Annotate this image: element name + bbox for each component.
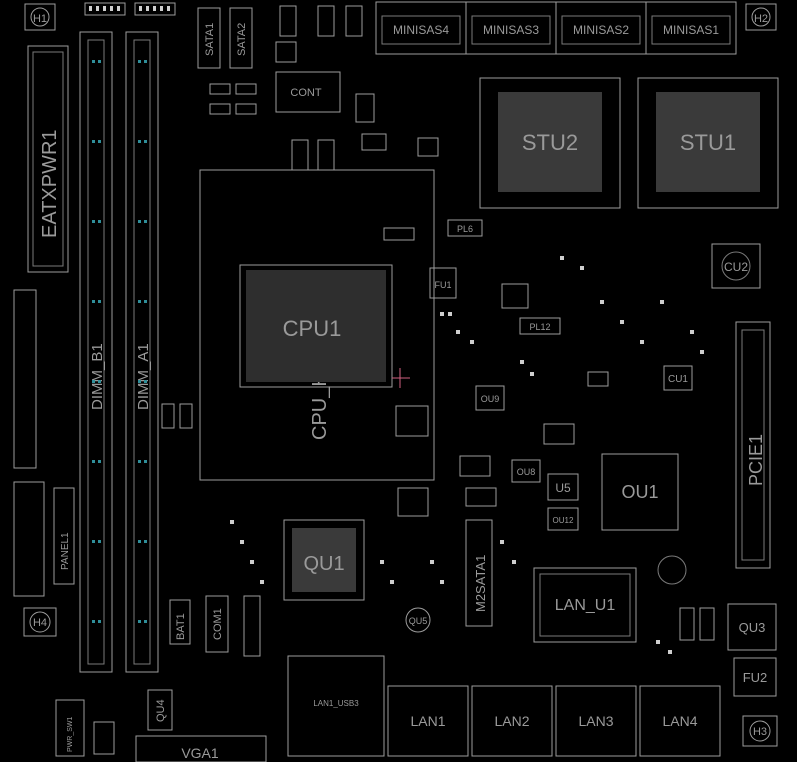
lan4-label: LAN4 xyxy=(662,713,697,729)
left-header-column xyxy=(13,289,37,469)
qu4-label: QU4 xyxy=(155,699,167,722)
dimm-pin-pattern xyxy=(92,60,147,623)
pwr-sw1-header: PWR_SW1 xyxy=(55,699,85,757)
cu2-inductor: CU2 xyxy=(711,243,761,289)
dimm-a1-label: DIMM_A1 xyxy=(135,343,152,410)
top-small-headers xyxy=(84,2,176,16)
pwr-sw1-label: PWR_SW1 xyxy=(67,717,74,753)
smd-pads xyxy=(230,256,704,654)
lan2-port: LAN2 xyxy=(471,685,553,757)
lan3-label: LAN3 xyxy=(578,713,613,729)
qu4-component: QU4 xyxy=(147,689,173,731)
panel1-header: PANEL1 xyxy=(53,487,75,585)
qu3-label: QU3 xyxy=(739,620,766,635)
mounting-hole-h4: H4 xyxy=(23,607,57,637)
lan-u1-label: LAN_U1 xyxy=(555,597,616,614)
stu1-label: STU1 xyxy=(680,130,736,155)
ou12-chip: OU12 xyxy=(547,507,579,531)
cu2-label: CU2 xyxy=(724,260,748,274)
lan1-label: LAN1 xyxy=(410,713,445,729)
mounting-hole-h3: H3 xyxy=(742,715,778,747)
stu1-chip: STU1 xyxy=(637,77,779,209)
qu1-chip: QU1 xyxy=(283,519,365,601)
ou1-chip: OU1 xyxy=(601,453,679,531)
m2sata1-label: M2SATA1 xyxy=(473,555,488,612)
usb-lan-stack: LAN1_USB3 xyxy=(287,655,385,757)
eatxpwr1-connector: EATXPWR1 xyxy=(27,45,69,273)
sata2-port: SATA2 xyxy=(229,7,253,69)
minisas3-label: MINISAS3 xyxy=(483,23,539,37)
mounting-hole-h1: H1 xyxy=(24,3,56,31)
dimm-a1-slot: DIMM_A1 xyxy=(125,31,159,673)
dimm-b1-slot: DIMM_B1 xyxy=(79,31,113,673)
pcie1-label: PCIE1 xyxy=(746,434,766,486)
cpu-crosshair-marker xyxy=(392,368,410,388)
pcie1-slot: PCIE1 xyxy=(735,321,771,569)
fu2-component: FU2 xyxy=(733,657,777,697)
pl12-label: PL12 xyxy=(529,322,550,332)
minisas2-connector: MINISAS2 xyxy=(555,1,647,55)
minisas1-label: MINISAS1 xyxy=(663,23,719,37)
ou1-label: OU1 xyxy=(621,482,658,502)
sata2-label: SATA2 xyxy=(236,23,248,56)
ou12-label: OU12 xyxy=(553,516,574,525)
com1-header: COM1 xyxy=(205,595,229,653)
h1-label: H1 xyxy=(33,13,47,25)
ou9-label: OU9 xyxy=(481,394,500,404)
cu1-inductor: CU1 xyxy=(663,365,693,391)
bat1-component: BAT1 xyxy=(169,599,191,645)
u5-chip: U5 xyxy=(547,473,579,501)
qu5-component: QU5 xyxy=(405,607,431,633)
sata1-port: SATA1 xyxy=(197,7,221,69)
cpu1-label: CPU1 xyxy=(283,316,342,341)
cpu1-chip: CPU1 xyxy=(239,264,393,388)
pl6-label: PL6 xyxy=(457,224,473,234)
eatxpwr1-label: EATXPWR1 xyxy=(39,129,61,238)
minisas2-label: MINISAS2 xyxy=(573,23,629,37)
lan4-port: LAN4 xyxy=(639,685,721,757)
lan3-port: LAN3 xyxy=(555,685,637,757)
qu1-label: QU1 xyxy=(303,553,344,575)
minisas3-connector: MINISAS3 xyxy=(465,1,557,55)
h4-label: H4 xyxy=(33,617,47,629)
capacitor-round xyxy=(657,555,687,585)
fu2-label: FU2 xyxy=(743,670,768,685)
vga1-label: VGA1 xyxy=(181,745,219,761)
stu2-label: STU2 xyxy=(522,130,578,155)
left-header-aux xyxy=(13,481,45,597)
vga1-connector: VGA1 xyxy=(135,735,267,762)
dimm-b1-label: DIMM_B1 xyxy=(89,343,106,410)
lan2-label: LAN2 xyxy=(494,713,529,729)
minisas4-label: MINISAS4 xyxy=(393,23,449,37)
passive-components xyxy=(93,83,715,755)
top-mosfets xyxy=(275,5,363,63)
cont-label: CONT xyxy=(290,87,321,99)
m2sata1-connector: M2SATA1 xyxy=(465,519,493,627)
u5-label: U5 xyxy=(555,481,571,495)
minisas4-connector: MINISAS4 xyxy=(375,1,467,55)
small-components-mid: FU1 PL6 PL12 OU9 OU8 xyxy=(429,219,561,483)
qu3-component: QU3 xyxy=(727,603,777,651)
qu5-label: QU5 xyxy=(409,616,428,626)
usb-lan-label: LAN1_USB3 xyxy=(313,699,359,708)
stu2-chip: STU2 xyxy=(479,77,621,209)
com1-label: COM1 xyxy=(212,608,224,640)
lan1-port: LAN1 xyxy=(387,685,469,757)
cont-component: CONT xyxy=(275,71,341,113)
h2-label: H2 xyxy=(754,13,768,25)
cu1-label: CU1 xyxy=(668,374,688,385)
minisas1-connector: MINISAS1 xyxy=(645,1,737,55)
ou8-label: OU8 xyxy=(517,467,536,477)
bat1-label: BAT1 xyxy=(175,613,187,640)
lan-u1-chip: LAN_U1 xyxy=(533,567,637,643)
fu1-label: FU1 xyxy=(434,280,451,290)
panel1-label: PANEL1 xyxy=(60,532,71,570)
mounting-hole-h2: H2 xyxy=(745,3,777,31)
sata1-label: SATA1 xyxy=(204,23,216,56)
h3-label: H3 xyxy=(753,726,767,738)
